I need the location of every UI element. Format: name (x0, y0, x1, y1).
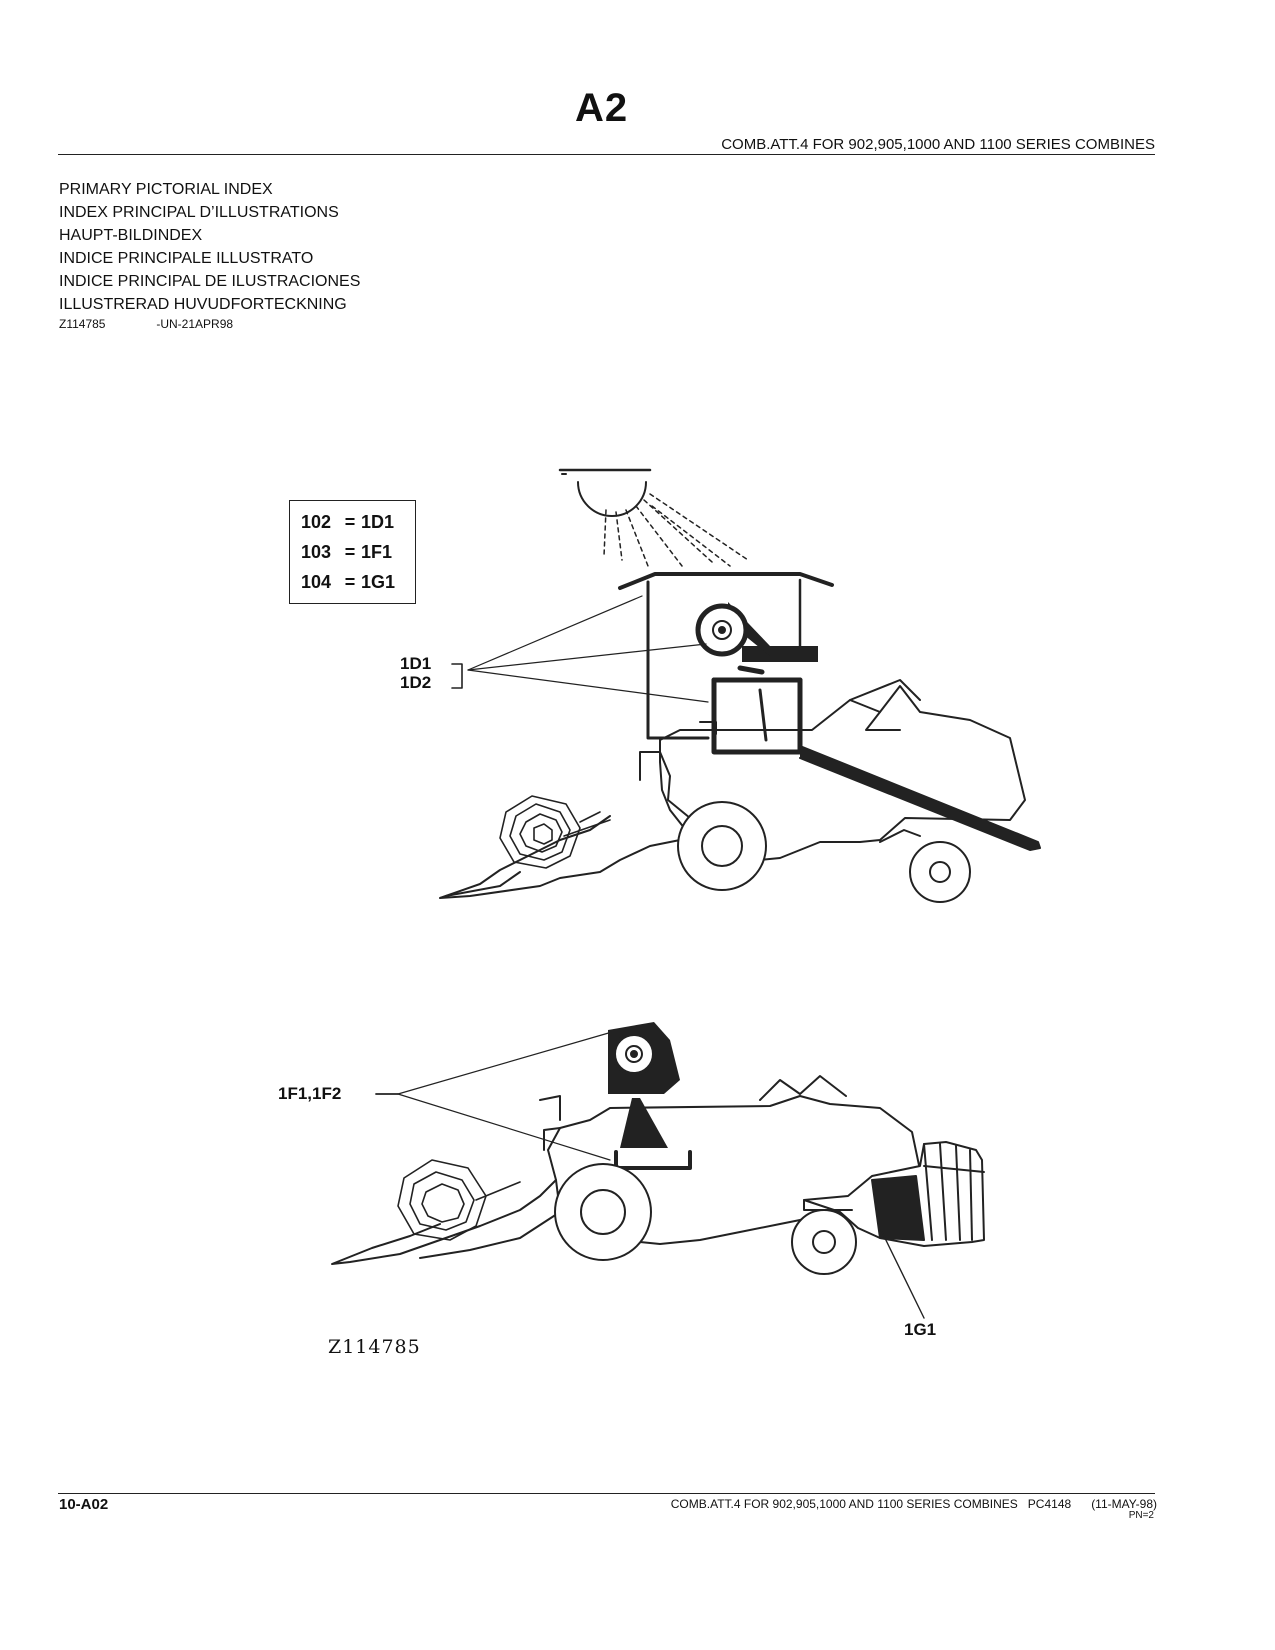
legend-key: 103 (301, 542, 332, 562)
legend-key: 104 (301, 572, 332, 592)
index-title-list: PRIMARY PICTORIAL INDEX INDEX PRINCIPAL … (59, 178, 360, 316)
legend-value: 1D1 (361, 512, 395, 532)
image-reference: Z114785 -UN-21APR98 (59, 317, 233, 331)
header-rule (58, 154, 1155, 155)
legend-value: 1G1 (361, 572, 396, 592)
sun-icon (558, 468, 749, 567)
index-title: INDICE PRINCIPALE ILLUSTRATO (59, 250, 314, 267)
header-title: COMB.ATT.4 FOR 902,905,1000 AND 1100 SER… (721, 136, 1155, 153)
equals-sign: = (344, 542, 356, 562)
equals-sign: = (344, 572, 356, 592)
legend-key: 102 (301, 512, 332, 532)
index-title: ILLUSTRERAD HUVUDFORTECKNING (59, 296, 347, 313)
section-code: A2 (575, 86, 629, 130)
callout-leaders-top (451, 595, 709, 703)
footer-info: COMB.ATT.4 FOR 902,905,1000 AND 1100 SER… (671, 1497, 1157, 1511)
legend-row: 102 =1D1 (301, 507, 415, 537)
callout-leaders-bottom (375, 1031, 925, 1319)
legend-value: 1F1 (361, 542, 393, 562)
image-ref-id: Z114785 (59, 317, 106, 331)
callout-1d1: 1D1 (400, 654, 432, 673)
legend-row: 103 =1F1 (301, 537, 415, 567)
footer-title: COMB.ATT.4 FOR 902,905,1000 AND 1100 SER… (670, 1497, 1018, 1511)
footer-date: (11-MAY-98) (1091, 1497, 1157, 1511)
footer-catalog: PC4148 (1027, 1497, 1072, 1511)
figure-reference: Z114785 (328, 1336, 421, 1358)
index-title: INDEX PRINCIPAL D’ILLUSTRATIONS (59, 204, 339, 221)
callout-1d2: 1D2 (400, 673, 432, 692)
footer-page-code: 10-A02 (59, 1496, 109, 1513)
callout-1g1: 1G1 (904, 1320, 937, 1339)
legend-row: 104 =1G1 (301, 567, 415, 597)
equals-sign: = (344, 512, 356, 532)
index-title: HAUPT-BILDINDEX (59, 227, 203, 244)
index-title: PRIMARY PICTORIAL INDEX (59, 181, 273, 198)
callout-1f1-1f2: 1F1,1F2 (278, 1084, 342, 1103)
footer-page-number: PN=2 (1128, 1510, 1154, 1521)
legend-box: 102=1D1 103=1F1 104=1G1 (289, 500, 416, 604)
footer-rule (58, 1493, 1155, 1494)
top-combine (439, 572, 1041, 903)
image-ref-code: -UN-21APR98 (156, 317, 234, 331)
index-title: INDICE PRINCIPAL DE ILUSTRACIONES (59, 273, 361, 290)
bottom-combine (331, 1022, 985, 1275)
